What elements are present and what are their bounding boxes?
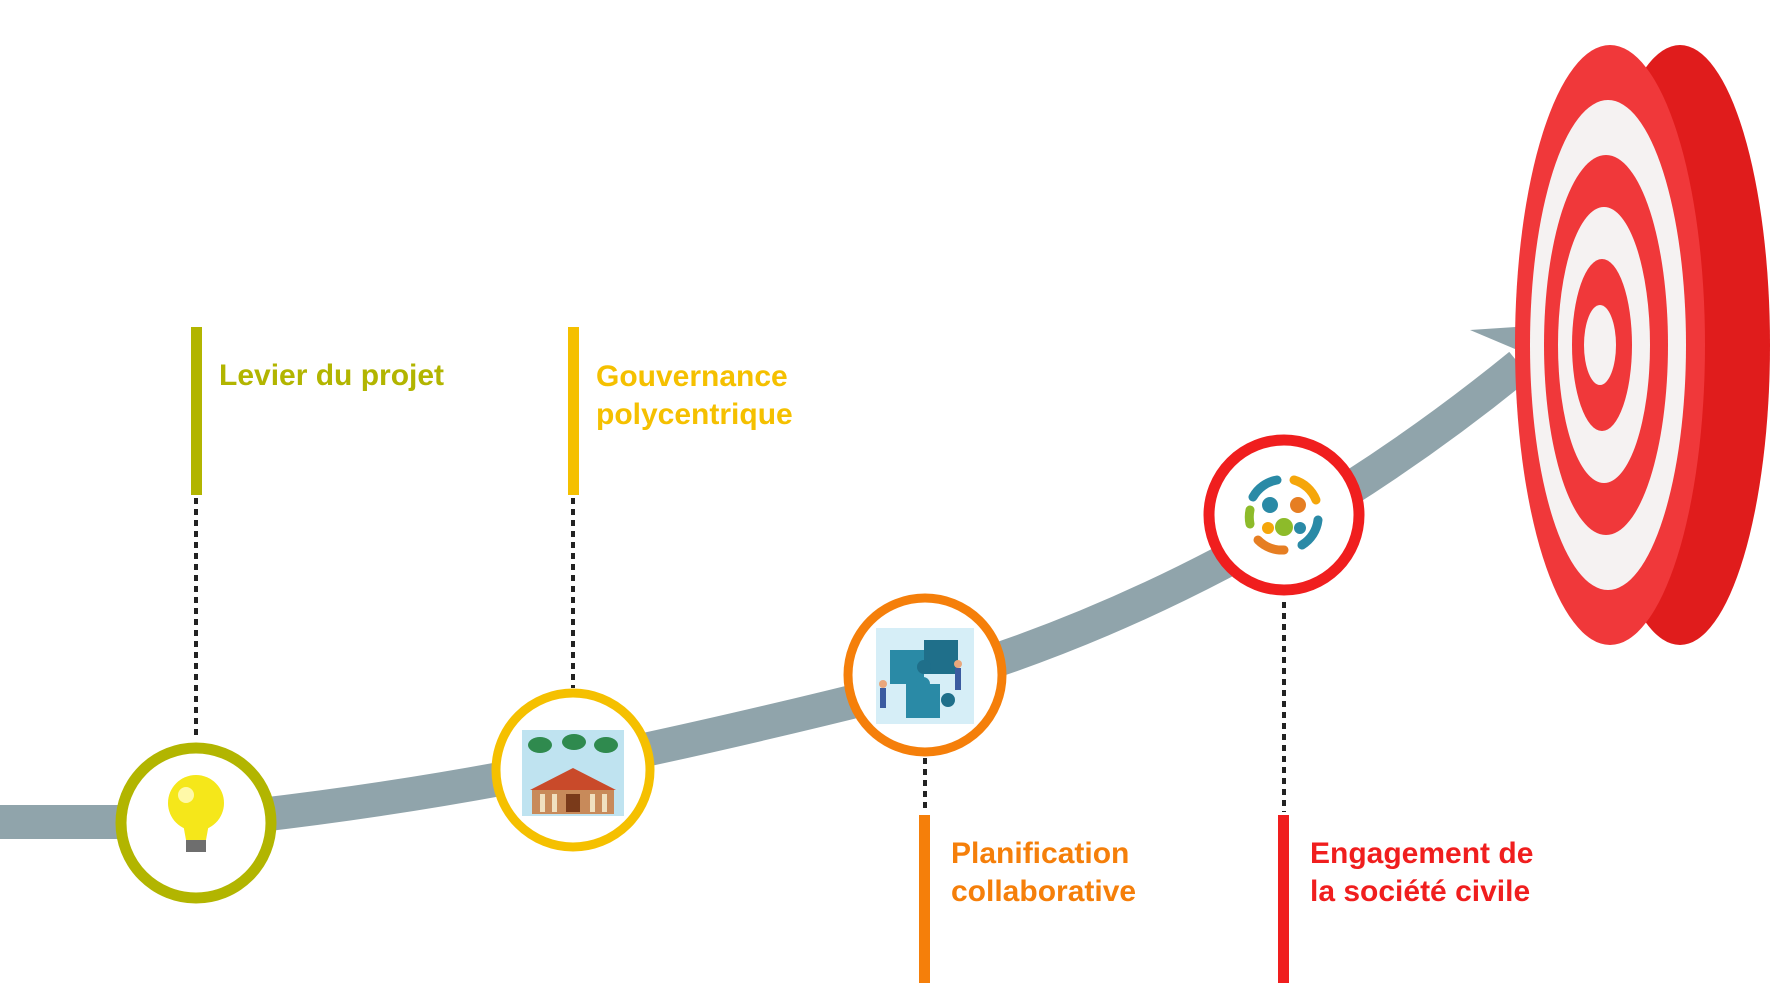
planification-bar	[919, 815, 930, 983]
gouvernance-label: Gouvernance polycentrique	[596, 360, 793, 431]
levier-label: Levier du projet	[219, 359, 445, 392]
government-building-icon	[522, 730, 624, 816]
engagement-label: Engagement de la société civile	[1310, 837, 1534, 908]
planification-node	[843, 593, 1007, 757]
lightbulb-icon	[168, 775, 224, 852]
planification-label: Planification collaborative	[951, 837, 1137, 908]
community-circle-icon	[1244, 475, 1323, 555]
gouvernance-node	[491, 688, 655, 852]
levier-bar	[191, 327, 202, 495]
engagement-node	[1203, 434, 1365, 596]
engagement-bar	[1278, 815, 1289, 983]
puzzle-teamwork-icon	[876, 628, 974, 724]
gouvernance-bar	[568, 327, 579, 495]
levier-node	[115, 742, 277, 904]
target-icon	[1515, 45, 1770, 645]
